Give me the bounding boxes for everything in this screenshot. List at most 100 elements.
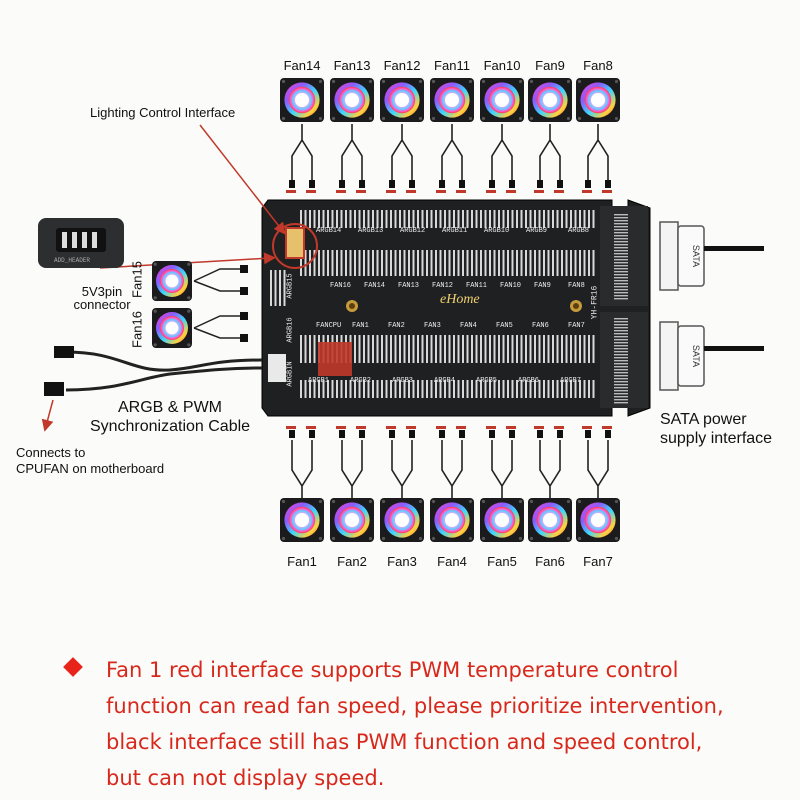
fan-label-bottom: Fan6 — [535, 554, 565, 569]
board-argb-top-label: ARGB14 — [316, 227, 342, 235]
fan-cable — [539, 440, 561, 498]
board-argb-bottom-label: ARGB5 — [476, 377, 498, 385]
fan-cable — [391, 124, 413, 180]
fan-top-3 — [380, 78, 424, 122]
fan-side-2 — [152, 308, 192, 348]
cable-callout-line2: Synchronization Cable — [89, 418, 251, 435]
fan-cable — [291, 124, 313, 180]
fan-cable — [341, 124, 363, 180]
board-fan-mid-label: FAN1 — [352, 322, 369, 330]
board-fan-top-label: FAN14 — [364, 282, 386, 290]
board-side-label: ARGB16 — [286, 317, 295, 343]
board-brand: eHome — [440, 292, 480, 307]
hub-board — [261, 199, 651, 417]
fan-top-5 — [480, 78, 524, 122]
fan-cable — [441, 124, 463, 180]
sata-plug-2: SATA — [659, 321, 764, 391]
fan-cable — [441, 440, 463, 498]
board-fan-top-label: FAN13 — [398, 282, 420, 290]
board-fan-mid-label: FANCPU — [316, 322, 342, 330]
fan-top-1 — [280, 78, 324, 122]
fan-cable — [391, 440, 413, 498]
board-argb-top-label: ARGB13 — [358, 227, 384, 235]
sata-callout-line1: SATA power — [660, 411, 747, 428]
sata-callout-line2: supply interface — [660, 430, 773, 447]
board-argb-bottom-label: ARGB3 — [392, 377, 414, 385]
board-fan-mid-label: FAN4 — [460, 322, 477, 330]
board-fan-top-label: FAN16 — [330, 282, 352, 290]
board-argb-bottom-label: ARGB1 — [308, 377, 330, 385]
fan-cable — [587, 440, 609, 498]
fan-label-bottom: Fan4 — [437, 554, 467, 569]
fan-cable — [587, 124, 609, 180]
board-argb-bottom-label: ARGB6 — [518, 377, 540, 385]
board-side-label: ARGB15 — [286, 273, 295, 299]
board-argb-bottom-label: ARGB2 — [350, 377, 372, 385]
fan-bottom-7 — [576, 498, 620, 542]
fan-top-4 — [430, 78, 474, 122]
board-fan-mid-label: FAN7 — [568, 322, 585, 330]
cable-callout-line1: ARGB & PWM — [117, 399, 222, 416]
fan-cable — [341, 440, 363, 498]
fan-top-2 — [330, 78, 374, 122]
fan-label-top: Fan11 — [434, 58, 470, 73]
board-side-label: ARGBIN — [286, 361, 295, 387]
fan-label-top: Fan14 — [283, 58, 321, 73]
board-argb-top-label: ARGB11 — [442, 227, 468, 235]
fan-bottom-5 — [480, 498, 524, 542]
board-argb-top-label: ARGB8 — [568, 227, 590, 235]
fan-label-bottom: Fan1 — [287, 554, 317, 569]
fan-label-bottom: Fan3 — [387, 554, 417, 569]
add-header-photo — [38, 218, 124, 268]
fan-bottom-1 — [280, 498, 324, 542]
cpufan-callout-line2: CPUFAN on motherboard — [16, 461, 165, 476]
fan-label-side: Fan16 — [129, 311, 145, 348]
board-fan-mid-label: FAN5 — [496, 322, 513, 330]
board-argb-bottom-label: ARGB4 — [434, 377, 456, 385]
board-argb-bottom-label: ARGB7 — [560, 377, 582, 385]
fan-cable — [491, 440, 513, 498]
cpufan-callout-line1: Connects to — [16, 445, 86, 460]
fan-label-top: Fan12 — [383, 58, 421, 73]
fan-label-bottom: Fan7 — [583, 554, 613, 569]
fan-label-bottom: Fan5 — [487, 554, 517, 569]
lighting-interface-highlight — [272, 223, 318, 269]
fan-cable — [291, 440, 313, 498]
board-fan-top-label: FAN9 — [534, 282, 551, 290]
board-argb-top-label: ARGB10 — [484, 227, 510, 235]
board-fan-top-label: FAN12 — [432, 282, 454, 290]
board-model: YH-FR16 — [590, 285, 600, 320]
board-fan-top-label: FAN8 — [568, 282, 585, 290]
board-fan-top-label: FAN10 — [500, 282, 522, 290]
fan-cable — [491, 124, 513, 180]
fan-bottom-6 — [528, 498, 572, 542]
lighting-control-callout: Lighting Control Interface — [90, 105, 236, 120]
board-argb-top-label: ARGB9 — [526, 227, 548, 235]
sync-cable — [44, 346, 263, 396]
fan-cable — [539, 124, 561, 180]
connector-callout-line2: connector — [73, 297, 131, 312]
sata-plug-1: SATA — [659, 221, 764, 291]
board-fan-top-label: FAN11 — [466, 282, 488, 290]
board-fan-mid-label: FAN2 — [388, 322, 405, 330]
fan-top-7 — [576, 78, 620, 122]
fan-bottom-3 — [380, 498, 424, 542]
note-line-2: function can read fan speed, please prio… — [106, 694, 724, 718]
fan-label-top: Fan9 — [535, 58, 565, 73]
sata-plug-label: SATA — [691, 345, 701, 367]
sata-plug-label: SATA — [691, 245, 701, 267]
fan-bottom-4 — [430, 498, 474, 542]
board-fan-mid-label: FAN3 — [424, 322, 441, 330]
fan-bottom-2 — [330, 498, 374, 542]
board-argb-top-label: ARGB12 — [400, 227, 426, 235]
board-fan-mid-label: FAN6 — [532, 322, 549, 330]
connector-callout-line1: 5V3pin — [81, 284, 123, 299]
fan-label-top: Fan13 — [333, 58, 371, 73]
note-line-3: black interface still has PWM function a… — [106, 730, 703, 754]
fan-label-top: Fan8 — [583, 58, 613, 73]
fan-side-1 — [152, 261, 192, 301]
fan-label-bottom: Fan2 — [337, 554, 367, 569]
fan-top-6 — [528, 78, 572, 122]
fan-label-top: Fan10 — [483, 58, 521, 73]
